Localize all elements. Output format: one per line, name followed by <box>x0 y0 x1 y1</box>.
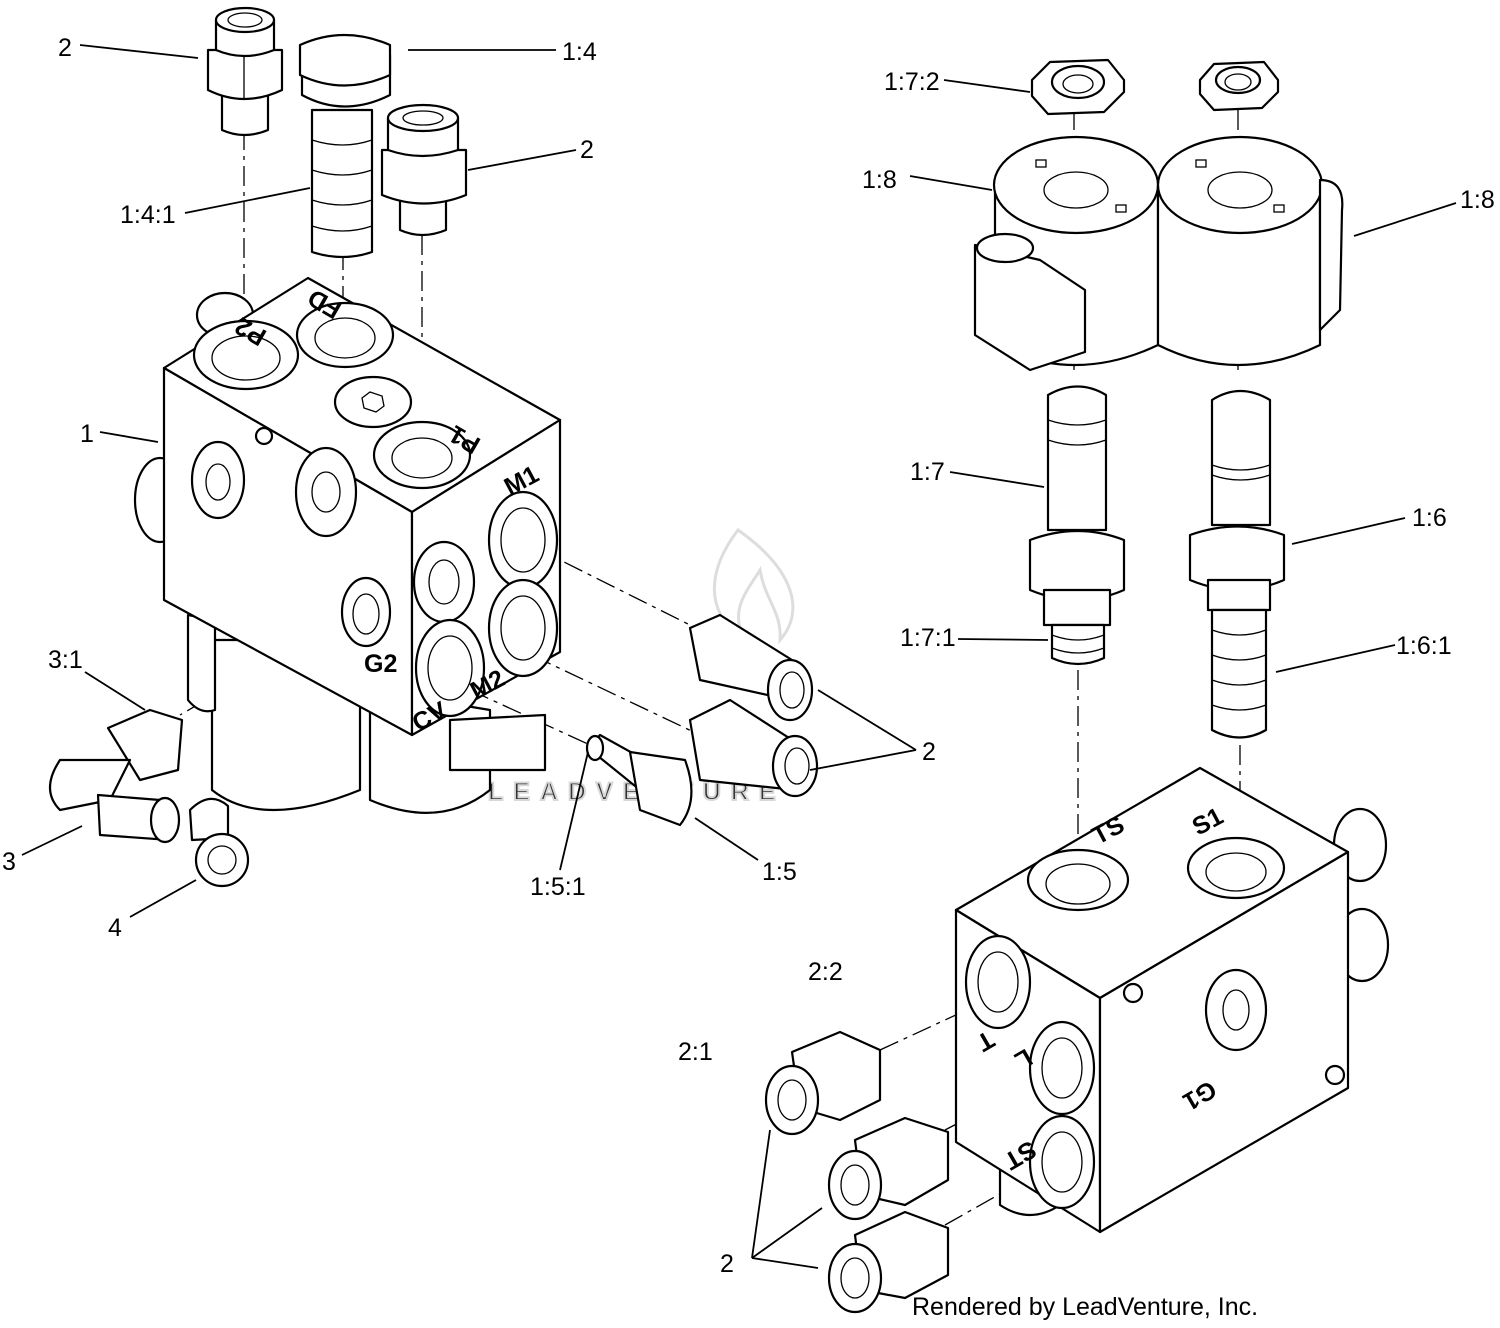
callout-2-middle: 2 <box>580 136 594 164</box>
part-1-4-plug <box>298 33 392 259</box>
callout-3-1: 3:1 <box>48 646 83 674</box>
part-1-8-coil-left <box>973 135 1160 372</box>
callout-labels: 2 1:4 2 1:4:1 1 3:1 3 4 1:5:1 1:5 2 1:7:… <box>2 34 1495 1278</box>
callout-1-5-1: 1:5:1 <box>530 873 586 901</box>
callout-2-top-left: 2 <box>58 34 72 62</box>
callout-2-2: 2:2 <box>808 958 843 986</box>
part-1-7-cartridge <box>1028 385 1126 666</box>
callout-1-7: 1:7 <box>910 458 945 486</box>
part-4-dust-cap <box>188 797 250 888</box>
callout-1: 1 <box>80 420 94 448</box>
callout-1-6: 1:6 <box>1412 504 1447 532</box>
credit-text: Rendered by LeadVenture, Inc. <box>912 1293 1258 1321</box>
leader-lines <box>21 44 1457 1269</box>
part-2-fitting-middle <box>380 103 468 237</box>
callout-1-8-right: 1:8 <box>1460 186 1495 214</box>
part-1-8-coil-right <box>1156 135 1344 367</box>
callout-3: 3 <box>2 848 16 876</box>
callout-1-6-1: 1:6:1 <box>1396 632 1452 660</box>
flame-icon <box>712 527 795 645</box>
callout-2-lower-right: 2 <box>720 1250 734 1278</box>
part-1-7-2-nut-right <box>1198 60 1280 112</box>
callout-1-5: 1:5 <box>762 858 797 886</box>
part-2-fitting-top-left <box>206 6 284 137</box>
part-2-fittings-lower-right <box>764 1030 950 1314</box>
callout-2-1: 2:1 <box>678 1038 713 1066</box>
port-label-g2: G2 <box>364 650 397 678</box>
callout-4: 4 <box>108 914 122 942</box>
part-3-elbow-fitting <box>48 708 184 844</box>
callout-2-right-of-left-block: 2 <box>922 738 936 766</box>
callout-1-4: 1:4 <box>562 38 597 66</box>
left-valve-block: P2 FD P1 M1 G2 M2 CV <box>133 276 562 814</box>
right-valve-block: TS S1 T L ST G1 <box>954 766 1390 1234</box>
part-1-7-2-nut-left <box>1030 58 1126 116</box>
callout-1-4-1: 1:4:1 <box>120 201 176 229</box>
callout-1-8-left: 1:8 <box>862 166 897 194</box>
part-1-5-plug <box>585 733 693 827</box>
callout-1-7-2: 1:7:2 <box>884 68 940 96</box>
part-2-fittings-left-block-right <box>688 613 819 798</box>
part-1-6-cartridge <box>1188 390 1286 739</box>
callout-1-7-1: 1:7:1 <box>900 624 956 652</box>
